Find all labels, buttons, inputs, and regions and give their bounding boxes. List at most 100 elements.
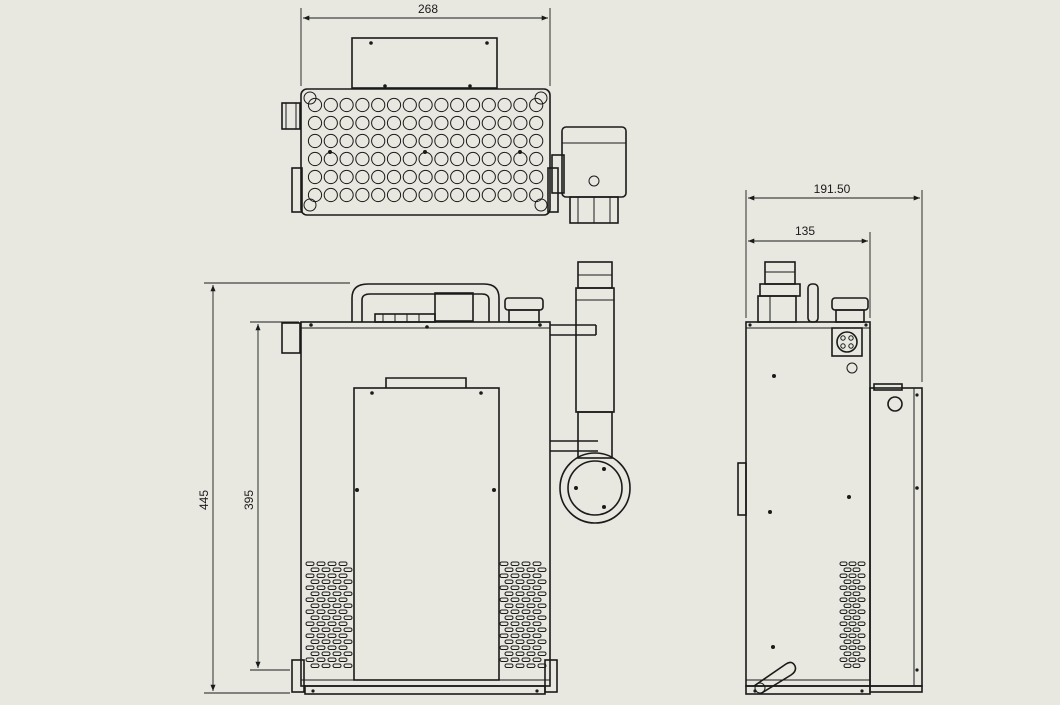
vent-slot <box>305 561 315 566</box>
dimension-label-445: 445 <box>197 490 211 510</box>
vent-hole <box>465 169 481 185</box>
vent-slot <box>504 579 514 584</box>
vent-slot <box>343 663 353 668</box>
vent-hole <box>402 169 417 185</box>
front-view-knob <box>504 297 544 311</box>
vent-slot <box>839 609 848 614</box>
vent-slot <box>857 621 866 626</box>
vent-slot <box>515 591 525 596</box>
dimension-label-268: 268 <box>418 2 438 16</box>
vent-hole <box>386 151 402 167</box>
vent-slot <box>848 597 857 602</box>
vent-hole <box>307 115 323 131</box>
vent-slot <box>537 651 547 656</box>
vent-slot <box>852 591 861 596</box>
vent-hole <box>323 115 338 131</box>
vent-hole <box>497 133 512 149</box>
vent-slot <box>848 645 857 650</box>
vent-slot <box>857 573 866 578</box>
vent-slot <box>321 651 331 656</box>
vent-slot <box>499 609 509 614</box>
vent-slot <box>504 567 514 572</box>
vent-hole <box>513 169 528 185</box>
vent-hole <box>529 151 544 167</box>
vent-slot <box>327 597 337 602</box>
vent-slot <box>504 591 514 596</box>
vent-slot <box>515 663 525 668</box>
vent-slot <box>504 663 514 668</box>
vent-slot <box>839 621 848 626</box>
vent-slot <box>857 645 866 650</box>
vent-slot <box>321 567 331 572</box>
vent-hole <box>513 133 528 149</box>
vent-slot <box>839 633 848 638</box>
front-view-right-foot <box>544 659 558 693</box>
front-view-handle <box>351 283 500 322</box>
vent-slot <box>521 561 531 566</box>
vent-slot <box>515 603 525 608</box>
vent-slot <box>537 567 547 572</box>
vent-hole <box>513 187 528 203</box>
vent-slot <box>310 615 320 620</box>
vent-slot <box>321 603 331 608</box>
vent-hole <box>418 169 433 185</box>
vent-slot <box>504 627 514 632</box>
vent-slot <box>310 603 320 608</box>
vent-hole <box>529 133 544 149</box>
vent-hole <box>481 187 496 203</box>
vent-slot <box>316 585 326 590</box>
vent-slot <box>857 633 866 638</box>
dimension-top-width: 268 <box>300 2 551 86</box>
vent-hole <box>450 133 465 149</box>
vent-slot <box>316 597 326 602</box>
vent-slot <box>310 663 320 668</box>
vent-slot <box>843 579 852 584</box>
vent-slot <box>338 633 348 638</box>
vent-hole <box>323 169 338 185</box>
vent-hole <box>339 115 354 131</box>
vent-hole <box>450 169 465 185</box>
vent-slot <box>316 573 326 578</box>
vent-slot <box>338 573 348 578</box>
side-view-vent-slots <box>839 561 866 668</box>
vent-slot <box>532 609 542 614</box>
vent-hole <box>323 151 338 167</box>
vent-hole <box>355 97 370 113</box>
dimension-side-total-depth: 191.50 <box>745 182 923 382</box>
vent-slot <box>526 663 536 668</box>
vent-hole <box>513 115 528 131</box>
vent-slot <box>526 651 536 656</box>
vent-slot <box>852 651 861 656</box>
vent-slot <box>526 603 536 608</box>
side-view-body <box>745 321 871 687</box>
vent-slot <box>848 633 857 638</box>
vent-slot <box>343 603 353 608</box>
vent-hole <box>307 151 323 167</box>
vent-hole <box>497 97 512 113</box>
vent-slot <box>848 621 857 626</box>
vent-slot <box>338 657 348 662</box>
vent-slot <box>343 615 353 620</box>
vent-slot <box>321 591 331 596</box>
vent-hole <box>371 169 386 185</box>
vent-hole <box>339 97 354 113</box>
vent-slot <box>857 585 866 590</box>
vent-slot <box>305 645 315 650</box>
vent-hole <box>371 133 386 149</box>
top-view-left-connector <box>281 102 301 130</box>
vent-hole <box>402 151 417 167</box>
vent-slot <box>305 633 315 638</box>
vent-slot <box>843 651 852 656</box>
vent-slot <box>499 561 509 566</box>
vent-hole <box>418 115 433 131</box>
front-view-left-connector <box>281 322 301 354</box>
vent-hole <box>481 151 496 167</box>
vent-slot <box>510 657 520 662</box>
vent-hole <box>450 151 465 167</box>
top-view-right-clamp <box>547 167 559 213</box>
vent-hole <box>323 187 338 203</box>
vent-slot <box>321 663 331 668</box>
vent-slot <box>537 639 547 644</box>
vent-slot <box>504 651 514 656</box>
vent-hole <box>481 133 496 149</box>
